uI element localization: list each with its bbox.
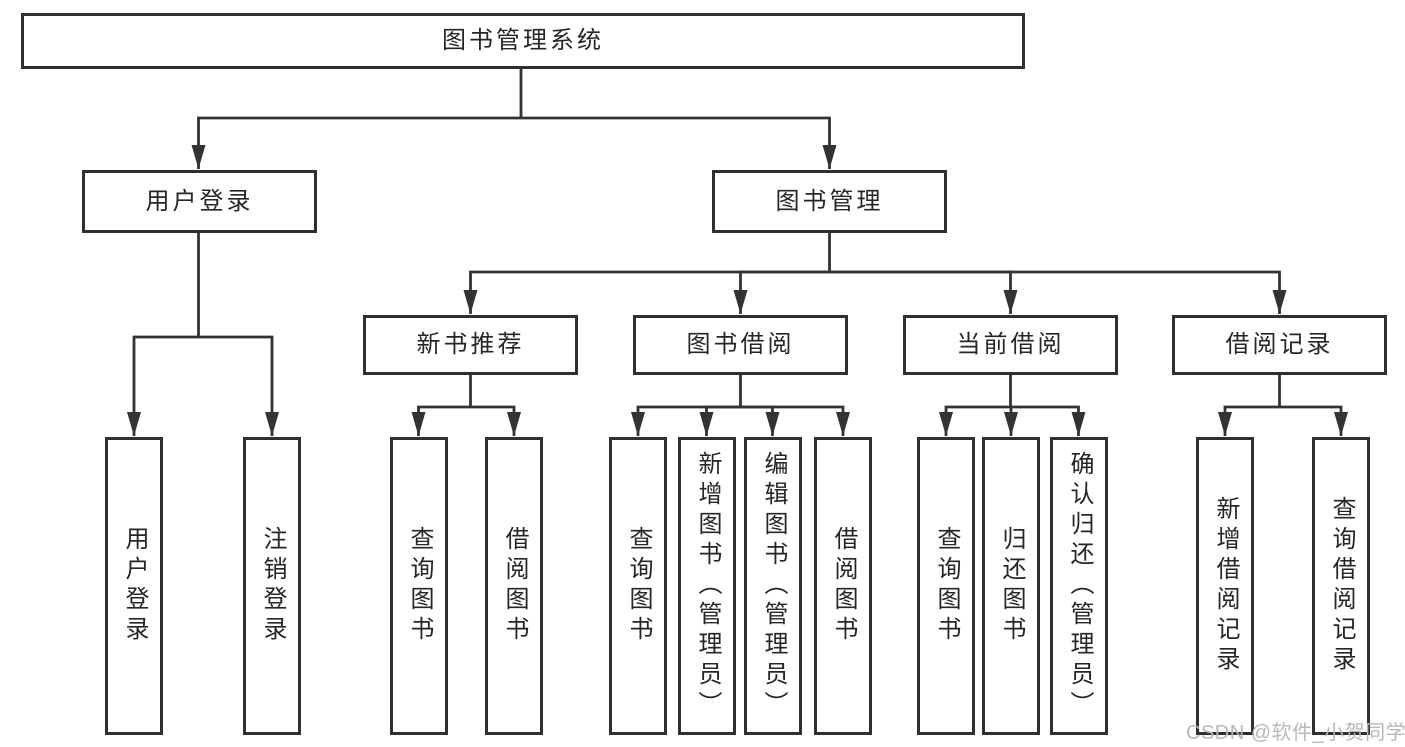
connector-root-user-login [191, 116, 521, 169]
connector-bb-borrow-book [740, 405, 850, 436]
node-leaf-add-record: 新增借阅记录 [1196, 437, 1254, 735]
connector-nb-borrow-book [470, 405, 521, 436]
node-leaf-confirm-return: 确认归还（管理员） [1050, 437, 1108, 735]
node-new-book-recommend-label: 新书推荐 [416, 331, 525, 358]
node-root: 图书管理系统 [21, 13, 1025, 69]
node-leaf-edit-book: 编辑图书（管理员） [744, 437, 802, 735]
connector-bb-query-book [631, 405, 741, 436]
node-leaf-borrow-book-a-label: 借阅图书 [501, 526, 528, 646]
node-leaf-user-login: 用户登录 [105, 437, 163, 735]
node-leaf-query-book-a-label: 查询图书 [406, 526, 433, 646]
connector-bm-borrow-records [829, 270, 1287, 314]
node-leaf-add-book-label: 新增图书（管理员） [694, 451, 721, 721]
node-borrow-records-label: 借阅记录 [1225, 331, 1334, 358]
node-current-borrow-label: 当前借阅 [956, 331, 1065, 358]
node-leaf-borrow-book-b: 借阅图书 [814, 437, 872, 735]
connector-bb-add-book [699, 405, 741, 436]
node-book-borrow: 图书借阅 [633, 315, 848, 375]
node-book-borrow-label: 图书借阅 [686, 331, 795, 358]
node-borrow-records: 借阅记录 [1172, 315, 1387, 375]
node-current-borrow: 当前借阅 [903, 315, 1118, 375]
connector-br-add-record [1218, 405, 1280, 436]
node-root-label: 图书管理系统 [442, 27, 604, 54]
node-leaf-user-login-label: 用户登录 [121, 526, 148, 646]
connector-cb-return-book [1004, 405, 1018, 436]
node-leaf-borrow-book-b-label: 借阅图书 [830, 526, 857, 646]
node-leaf-query-book-c-label: 查询图书 [933, 526, 960, 646]
connector-bm-current-borrow [829, 270, 1018, 314]
connector-bb-edit-book [740, 405, 780, 436]
connector-bm-new-book [463, 270, 830, 314]
csdn-watermark: CSDN @软件_小贺同学 [1186, 722, 1405, 744]
node-leaf-borrow-book-a: 借阅图书 [485, 437, 543, 735]
node-new-book-recommend: 新书推荐 [363, 315, 578, 375]
connector-br-query-record [1279, 405, 1348, 436]
node-leaf-query-book-a: 查询图书 [390, 437, 448, 735]
node-leaf-add-book: 新增图书（管理员） [678, 437, 736, 735]
node-leaf-add-record-label: 新增借阅记录 [1212, 496, 1239, 676]
connector-nb-query-book [411, 405, 471, 436]
node-book-management-label: 图书管理 [775, 187, 884, 215]
node-book-management: 图书管理 [712, 170, 947, 233]
node-leaf-query-record: 查询借阅记录 [1312, 437, 1370, 735]
connector-user-login-leaf-login [127, 335, 199, 436]
node-leaf-query-book-b: 查询图书 [609, 437, 667, 735]
connector-bm-book-borrow [733, 270, 830, 314]
connector-root-book-management [521, 116, 837, 169]
connector-user-login-leaf-logout [198, 335, 279, 436]
node-leaf-return-book-label: 归还图书 [998, 526, 1025, 646]
node-leaf-query-book-b-label: 查询图书 [625, 526, 652, 646]
node-leaf-logout-label: 注销登录 [259, 526, 286, 646]
node-leaf-query-book-c: 查询图书 [917, 437, 975, 735]
connector-cb-query-book [939, 405, 1011, 436]
node-leaf-edit-book-label: 编辑图书（管理员） [760, 451, 787, 721]
node-leaf-logout: 注销登录 [243, 437, 301, 735]
node-leaf-return-book: 归还图书 [982, 437, 1040, 735]
connector-cb-confirm-return [1010, 405, 1086, 436]
node-user-login-label: 用户登录 [145, 187, 254, 215]
node-leaf-query-record-label: 查询借阅记录 [1328, 496, 1355, 676]
node-leaf-confirm-return-label: 确认归还（管理员） [1066, 451, 1093, 721]
node-user-login: 用户登录 [82, 170, 317, 233]
